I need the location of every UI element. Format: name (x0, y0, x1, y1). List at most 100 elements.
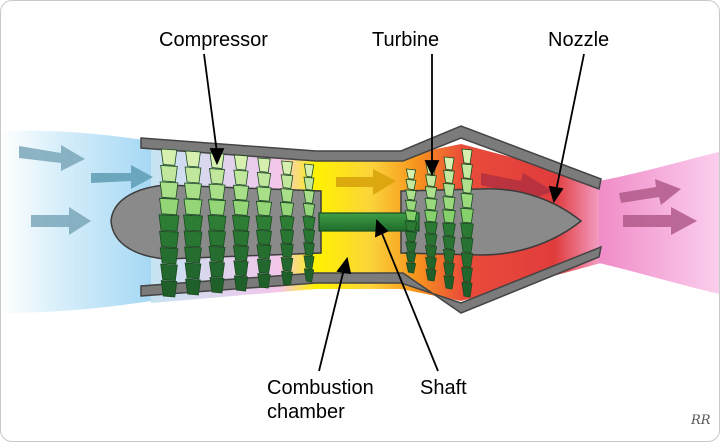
blade-segment (280, 174, 294, 190)
blade-segment (461, 281, 473, 298)
blade-segment (184, 262, 202, 280)
combustion-chamber-label: Combustion chamber (267, 376, 374, 424)
blade-segment (443, 275, 455, 290)
blade-segment (404, 199, 418, 212)
blade-segment (303, 268, 315, 283)
blade-segment (232, 215, 250, 231)
blade-segment (160, 148, 178, 166)
blade-segment (257, 157, 271, 173)
blade-segment (184, 166, 202, 184)
pointer-lines (203, 53, 585, 372)
blade-segment (209, 261, 225, 278)
blade-segment (442, 235, 456, 250)
nozzle-label: Nozzle (548, 29, 610, 51)
blade-stage (255, 157, 273, 289)
blade-segment (160, 263, 178, 281)
blade-segment (442, 222, 456, 237)
arrow-icon (91, 165, 153, 189)
blade-segment (232, 184, 250, 201)
engine-casing (140, 125, 603, 314)
arrow-icon (336, 169, 396, 195)
blade-segment (303, 189, 315, 204)
blade-segment (442, 182, 456, 198)
blade-stage (279, 160, 295, 286)
blade-segment (233, 260, 249, 277)
arrow-icon (19, 145, 85, 171)
blade-segment (460, 192, 474, 209)
arrow-icon (619, 179, 681, 205)
blade-segment (405, 251, 417, 264)
blade-segment (303, 242, 315, 257)
blade-segment (404, 210, 418, 222)
blade-segment (424, 197, 438, 211)
blade-segment (208, 183, 226, 201)
blade-segment (256, 258, 272, 274)
blade-stage (460, 148, 474, 298)
blade-segment (185, 150, 201, 168)
blade-segment (255, 229, 273, 246)
blade-segment (404, 230, 418, 243)
blade-segment (405, 262, 417, 274)
blade-segment (233, 154, 249, 171)
blade-segment (209, 277, 225, 294)
arrow-icon (623, 207, 697, 235)
blade-segment (281, 270, 293, 286)
blade-segment (303, 255, 315, 270)
blade-segment (425, 268, 437, 282)
blade-segment (279, 215, 295, 231)
blade-segment (461, 148, 473, 165)
blade-segment (280, 257, 294, 272)
blade-segment (208, 230, 226, 247)
blade-segment (443, 262, 455, 277)
blade-segment (183, 230, 203, 248)
blade-segment (443, 156, 455, 171)
blade-stage (232, 154, 250, 292)
blade-segment (443, 169, 455, 184)
blade-segment (302, 229, 316, 244)
blade-segment (405, 178, 417, 191)
arrow-icon (31, 207, 91, 235)
blade-segment (159, 181, 179, 199)
blade-segment (184, 182, 202, 200)
blade-stage (424, 162, 438, 282)
blade-segment (281, 160, 293, 176)
combustion-label-line1: Combustion (267, 377, 374, 399)
blade-segment (461, 266, 473, 283)
blade-segment (255, 215, 273, 231)
blade-segment (257, 273, 271, 289)
blade-segment (424, 245, 438, 258)
blade-segment (424, 233, 438, 247)
blade-stage (302, 163, 316, 283)
blade-segment (208, 245, 226, 263)
blade-segment (460, 237, 474, 254)
blade-segment (460, 252, 474, 268)
blade-segment (280, 188, 294, 203)
blade-segment (232, 245, 250, 262)
blade-segment (208, 199, 226, 216)
blade-segment (460, 178, 474, 194)
blade-segment (461, 163, 473, 180)
blade-segment (302, 216, 316, 231)
blade-segment (160, 165, 178, 183)
blade-segment (209, 168, 225, 185)
blade-segment (233, 169, 249, 186)
blade-segment (424, 221, 438, 235)
blade-segment (424, 209, 438, 223)
blade-segment (256, 172, 272, 188)
turbine-blades (404, 148, 474, 298)
airflow-arrows (19, 145, 697, 235)
blade-stage (442, 156, 456, 290)
blade-segment (159, 230, 179, 249)
blade-stage (183, 150, 203, 296)
compressor-blades (158, 148, 316, 298)
blade-segment (442, 209, 456, 224)
blade-segment (158, 214, 180, 232)
blade-stage (207, 152, 227, 294)
blade-segment (442, 196, 456, 211)
combustion-label-line2: chamber (267, 401, 345, 423)
blade-stage (158, 148, 180, 298)
blade-segment (233, 275, 249, 292)
blade-segment (159, 247, 179, 265)
